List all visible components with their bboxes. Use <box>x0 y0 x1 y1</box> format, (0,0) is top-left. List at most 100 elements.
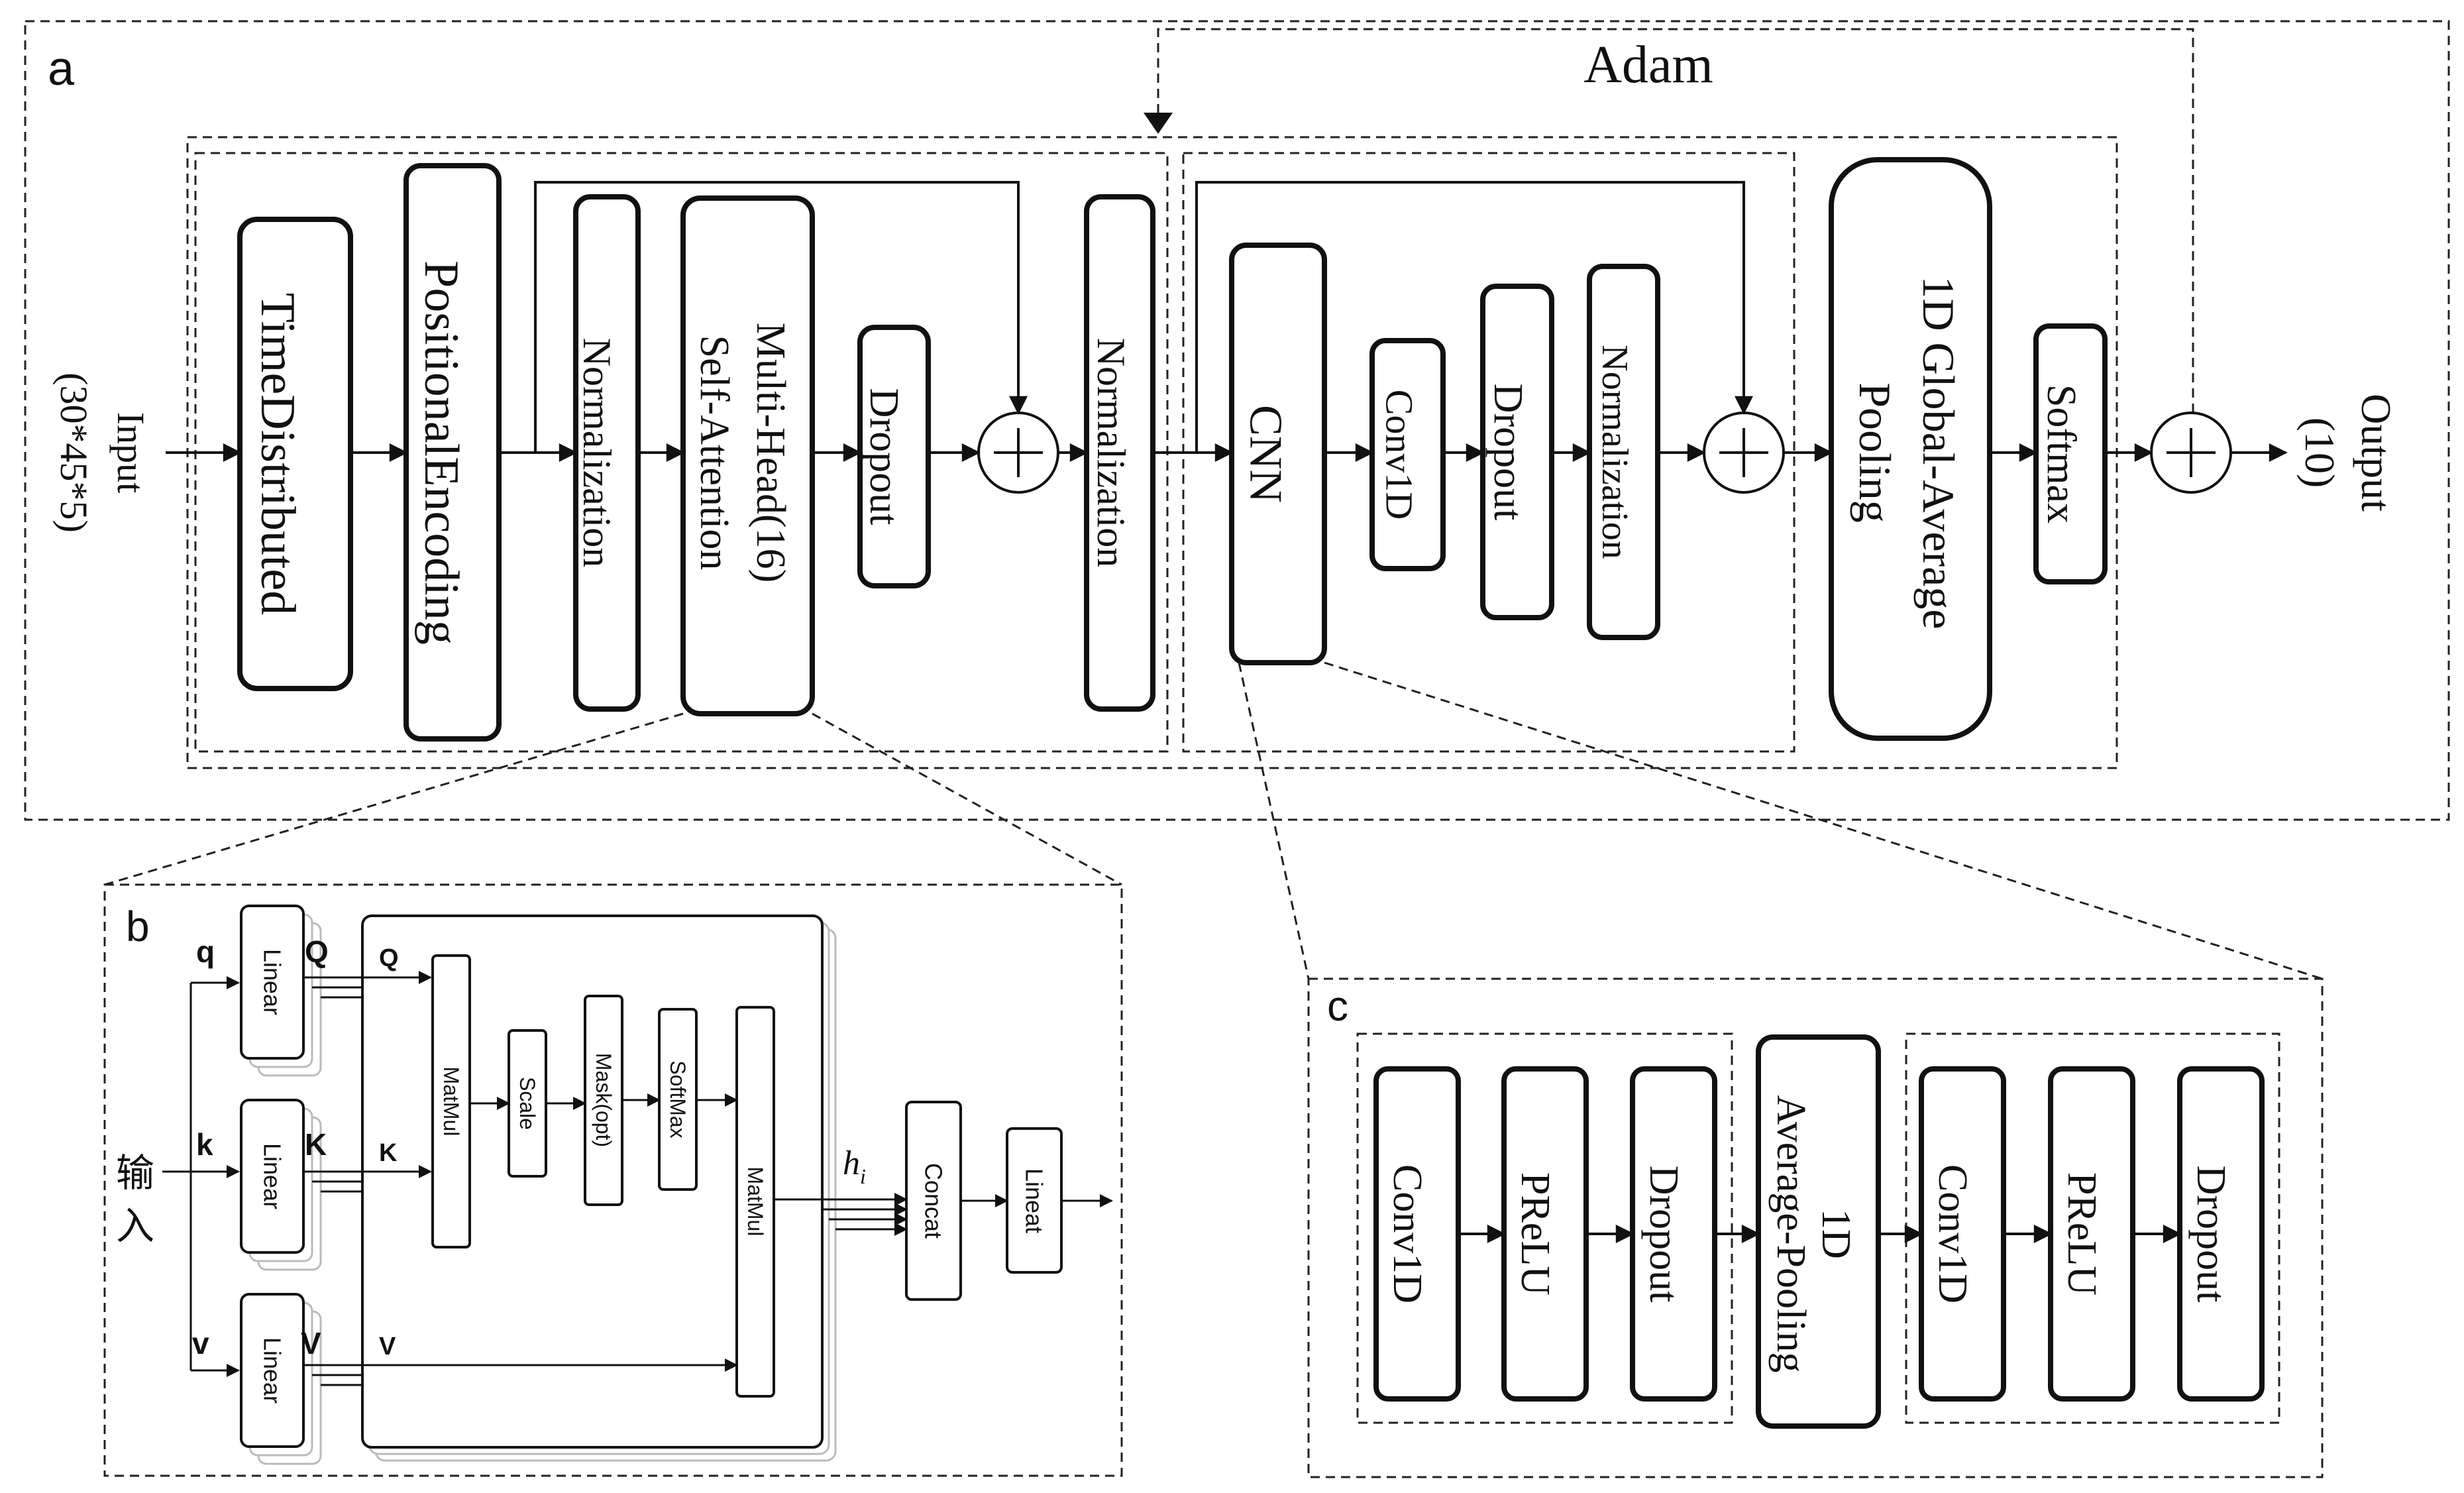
dropout-1-label: Dropout <box>861 388 906 525</box>
q-inner-label: Q <box>379 944 399 972</box>
c-prelu-left-block: PReLU <box>1501 1066 1589 1402</box>
input-char-2: 入 <box>116 1205 154 1248</box>
c-dropout-right-label: Dropout <box>2188 1166 2233 1303</box>
dropout-block-2: Dropout <box>1480 284 1554 620</box>
add-node-1 <box>977 412 1059 494</box>
residual-connection-2 <box>1195 181 1753 453</box>
linear-v-label: Linear <box>259 1337 286 1404</box>
softmax-b-label: SoftMax <box>666 1060 690 1138</box>
q-in-label: q <box>196 934 215 969</box>
positional-encoding-label: PositionalEncoding <box>414 260 468 645</box>
zoom-line-c-right <box>1324 661 2323 980</box>
normalization-block-1: Normalization <box>573 194 641 712</box>
normalization-block-2: Normalization <box>1084 194 1155 712</box>
panel-c-tag: c <box>1327 982 1348 1030</box>
linear-k-label: Linear <box>259 1143 286 1209</box>
normalization-1-label: Normalization <box>575 338 619 568</box>
panel-b-tag: b <box>126 903 150 950</box>
multi-head-attention-block: Multi-Head(16) Self-Attention <box>680 195 815 716</box>
matmul-2-block: MatMul <box>735 1006 775 1398</box>
k-in-label: k <box>196 1127 213 1162</box>
attention-inner-arrows <box>470 1093 738 1110</box>
panel-b-frame <box>103 883 1123 1477</box>
panel-a-frame <box>24 20 2450 821</box>
input-label-group: Input (30*45*5) <box>52 372 152 533</box>
projection-wires <box>303 971 738 1386</box>
input-shape: (30*45*5) <box>52 372 95 533</box>
time-distributed-label: TimeDistributed <box>250 293 305 616</box>
dropout-block-1: Dropout <box>857 325 931 588</box>
adam-feedback-path <box>1157 28 2194 454</box>
adam-arrowhead <box>1144 113 1173 134</box>
conv1d-block: Conv1D <box>1369 338 1446 571</box>
c-dropout-left-block: Dropout <box>1630 1066 1717 1402</box>
v-inner-label: V <box>379 1333 396 1360</box>
gap-line1: 1D Global-Average <box>1913 276 1964 629</box>
concat-label: Concat <box>920 1163 947 1239</box>
panel-a-tag: a <box>48 42 75 95</box>
v-out-label: V <box>301 1326 321 1360</box>
linear-k-stack: Linear <box>240 1099 322 1271</box>
zoom-line-b-left <box>104 712 684 886</box>
add-node-2 <box>1703 412 1785 494</box>
panel-c-frame <box>1307 977 2324 1478</box>
concat-block: Concat <box>905 1101 962 1301</box>
c-conv1d-right-label: Conv1D <box>1930 1164 1975 1303</box>
c-dropout-left-label: Dropout <box>1641 1166 1686 1303</box>
cnn-label: CNN <box>1240 405 1291 503</box>
conv1d-label: Conv1D <box>1378 390 1421 520</box>
c-dropout-right-block: Dropout <box>2177 1066 2265 1402</box>
c-prelu-right-label: PReLU <box>2059 1172 2104 1296</box>
q-out-label: Q <box>305 934 329 969</box>
head-symbol: hi <box>843 1144 866 1188</box>
panel-c: c Conv1D PReLU Dropout 1D Average-Poolin… <box>1307 977 2324 1478</box>
c-average-pooling-block: 1D Average-Pooling <box>1756 1034 1881 1429</box>
optimizer-label: Adam <box>1583 36 1713 94</box>
c-conv1d-left-block: Conv1D <box>1373 1066 1461 1402</box>
dropout-2-label: Dropout <box>1485 384 1530 521</box>
output-label-group: Output (10) <box>2296 394 2400 512</box>
matmul-2-label: MatMul <box>743 1167 767 1237</box>
panel-a: a Adam Input (30*45*5) Output (10) TimeD… <box>24 20 2450 980</box>
v-in-label: v <box>192 1326 209 1360</box>
softmax-b-block: SoftMax <box>658 1008 698 1191</box>
head-symbol-i: i <box>860 1164 866 1188</box>
scale-label: Scale <box>515 1077 539 1130</box>
panel-c-left-group-frame <box>1356 1032 1733 1424</box>
normalization-2-label: Normalization <box>1089 338 1133 568</box>
k-out-label: K <box>305 1127 327 1162</box>
residual-connection-1 <box>534 181 1028 453</box>
panel-b: b 输 入 q k v Linear Linear Linear <box>103 883 1123 1477</box>
linear-v-stack: Linear <box>240 1293 322 1465</box>
output-shape: (10) <box>2296 417 2343 488</box>
softmax-label: Softmax <box>2039 384 2084 524</box>
matmul-1-label: MatMul <box>439 1067 463 1136</box>
linear-q-stack: Linear <box>240 905 322 1077</box>
c-prelu-right-block: PReLU <box>2048 1066 2135 1402</box>
mhsa-line1: Multi-Head(16) <box>748 323 793 583</box>
linear-q-label: Linear <box>259 949 286 1015</box>
final-linear-label: Lineat <box>1021 1168 1048 1233</box>
c-conv1d-right-block: Conv1D <box>1919 1066 2006 1402</box>
mask-block: Mask(opt) <box>584 995 623 1206</box>
matmul-1-block: MatMul <box>431 954 471 1248</box>
c-prelu-left-label: PReLU <box>1513 1172 1558 1296</box>
softmax-block: Softmax <box>2033 323 2108 584</box>
cnn-block: CNN <box>1229 243 1327 665</box>
global-average-pooling-block: 1D Global-Average Pooling <box>1829 157 1992 741</box>
gap-line2: Pooling <box>1850 382 1900 523</box>
zoom-line-b-right <box>812 712 1122 886</box>
c-pool-line2: Average-Pooling <box>1768 1095 1813 1373</box>
zoom-line-c-left <box>1238 662 1310 979</box>
c-conv1d-left-label: Conv1D <box>1385 1164 1430 1303</box>
normalization-block-3: Normalization <box>1587 264 1660 640</box>
scale-block: Scale <box>508 1029 547 1178</box>
mhsa-line2: Self-Attention <box>692 335 737 571</box>
k-inner-label: K <box>379 1139 398 1167</box>
time-distributed-block: TimeDistributed <box>237 217 353 691</box>
normalization-3-label: Normalization <box>1594 345 1635 559</box>
final-linear-block: Lineat <box>1006 1127 1063 1274</box>
c-pool-line1: 1D <box>1813 1209 1858 1259</box>
input-char-1: 输 <box>116 1152 154 1195</box>
